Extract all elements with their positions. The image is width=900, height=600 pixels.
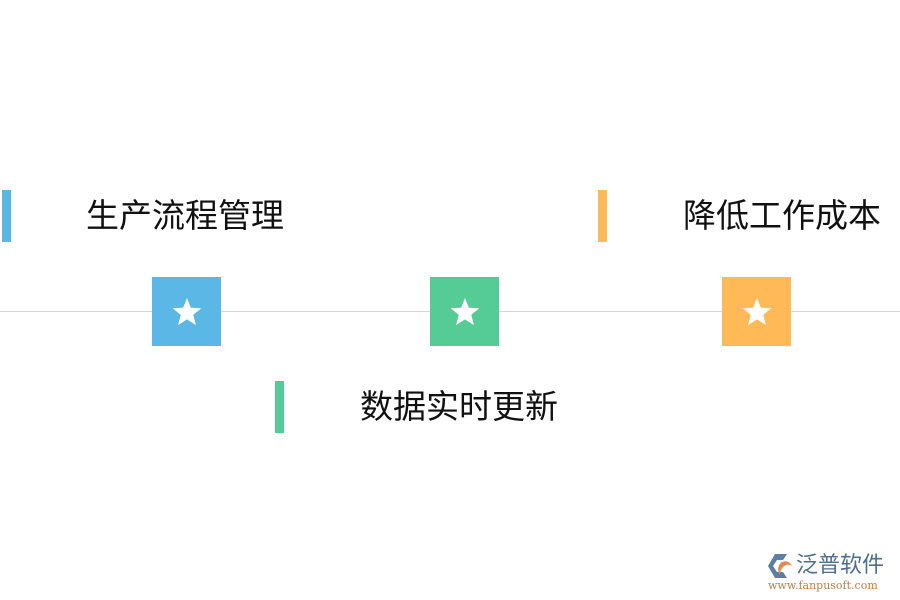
timeline-marker-1 <box>152 277 221 346</box>
accent-bar-2 <box>275 381 284 433</box>
star-icon <box>742 297 771 325</box>
timeline-marker-2 <box>430 277 499 346</box>
item-label-1: 生产流程管理 <box>86 196 284 235</box>
star-icon <box>450 297 479 325</box>
star-icon <box>172 297 201 325</box>
accent-bar-1 <box>2 190 11 242</box>
accent-bar-3 <box>598 190 607 242</box>
brand-logo-icon <box>768 554 792 578</box>
item-label-3: 降低工作成本 <box>683 196 881 235</box>
item-label-2: 数据实时更新 <box>360 387 558 426</box>
watermark: 泛普软件 www.fanpusoft.com <box>768 552 896 596</box>
brand-name: 泛普软件 <box>796 553 885 578</box>
timeline-marker-3 <box>722 277 791 346</box>
brand-url: www.fanpusoft.com <box>768 579 878 592</box>
